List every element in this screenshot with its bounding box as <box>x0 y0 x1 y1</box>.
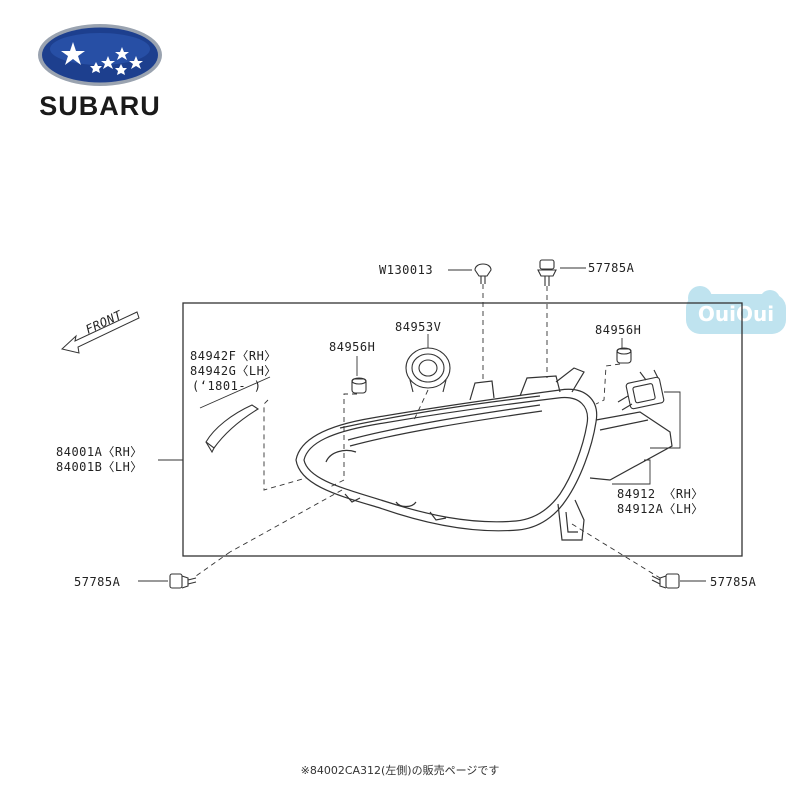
label-84956h-left: 84956H <box>329 340 375 354</box>
bolt-icon <box>651 573 680 589</box>
bulb-socket-icon <box>617 369 665 411</box>
bolt-icon <box>537 259 557 286</box>
clip-icon <box>474 263 492 284</box>
label-84956h-right: 84956H <box>595 323 641 337</box>
dashed-guides <box>195 284 661 579</box>
subaru-logo-icon <box>38 24 162 86</box>
clip-icon <box>351 377 367 394</box>
assembly-frame <box>182 302 743 557</box>
label-84001b: 84001B〈LH〉 <box>56 460 143 474</box>
front-arrow-icon <box>60 311 140 354</box>
leader-lines <box>138 267 706 582</box>
label-84001a: 84001A〈RH〉 <box>56 445 143 459</box>
clip-icon <box>616 347 632 364</box>
watermark-text: OuiOui <box>698 302 774 326</box>
brand-wordmark: SUBARU <box>39 91 161 121</box>
label-date-note: (‘1801- ) <box>192 379 262 393</box>
label-84942g: 84942G〈LH〉 <box>190 364 277 378</box>
bolt-icon <box>169 573 197 589</box>
label-57785a-top: 57785A <box>588 261 635 275</box>
footnote: ※84002CA312(左側)の販売ページです <box>300 764 500 777</box>
label-57785a-bottom-right: 57785A <box>710 575 757 589</box>
label-57785a-bottom-left: 57785A <box>74 575 121 589</box>
label-w130013: W130013 <box>379 263 433 277</box>
side-reflector <box>205 404 260 454</box>
front-label: FRONT <box>83 308 124 337</box>
label-84942f: 84942F〈RH〉 <box>190 349 277 363</box>
label-84912a: 84912A〈LH〉 <box>617 502 704 516</box>
grommet-icon <box>405 347 451 393</box>
subaru-logo: SUBARU <box>38 24 162 121</box>
headlamp-assembly <box>295 367 673 541</box>
watermark-badge: OuiOui <box>686 286 786 334</box>
label-84953v: 84953V <box>395 320 441 334</box>
label-84912: 84912 〈RH〉 <box>617 487 704 501</box>
